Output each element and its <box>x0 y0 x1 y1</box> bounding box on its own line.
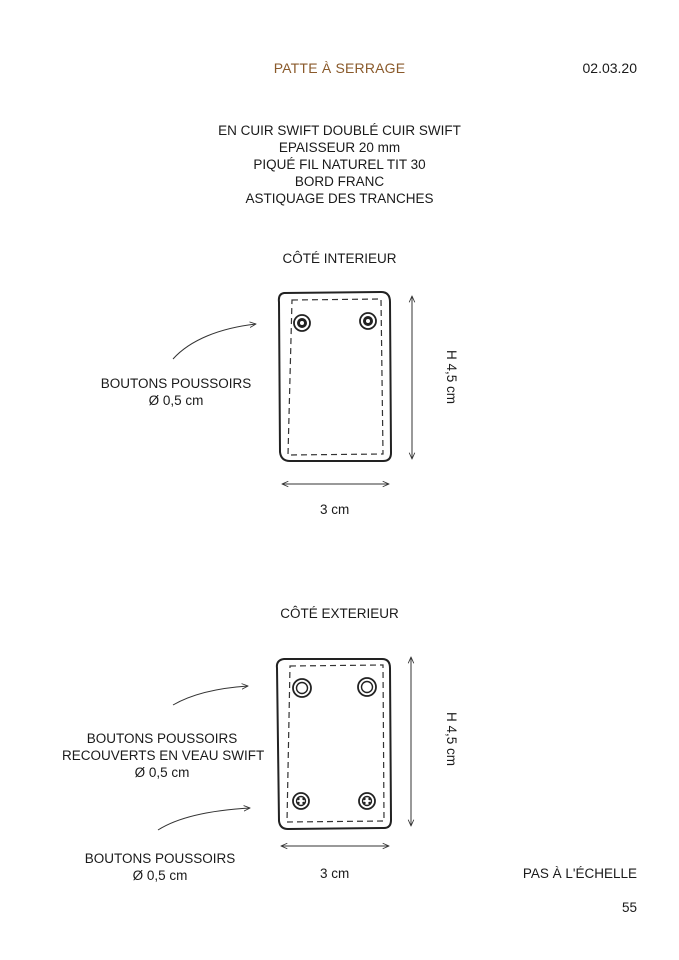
label-line: BOUTONS POUSSOIRS <box>84 851 236 866</box>
exterior-button-label: BOUTONS POUSSOIRS Ø 0,5 cm <box>80 850 240 884</box>
label-line: BOUTONS POUSSOIRS <box>86 731 238 746</box>
snap-button-icon <box>359 312 377 330</box>
tab-outline <box>277 290 393 462</box>
label-line: RECOUVERTS EN VEAU SWIFT <box>62 748 265 763</box>
exterior-tab-drawing <box>157 657 411 846</box>
page-number: 55 <box>621 900 637 915</box>
exterior-width-dimension: 3 cm <box>320 866 350 881</box>
snap-button-icon <box>293 314 311 332</box>
label-line: Ø 0,5 cm <box>148 393 204 408</box>
spec-line: PIQUÉ FIL NATUREL TIT 30 <box>253 157 426 172</box>
pointer-arrow <box>172 686 248 706</box>
interior-tab-drawing <box>172 290 412 484</box>
tab-outline <box>275 658 393 831</box>
spec-line: BORD FRANC <box>294 174 385 189</box>
stitching-line <box>287 298 384 456</box>
pointer-arrow <box>172 324 256 360</box>
stitching-line <box>286 664 385 823</box>
document-date: 02.03.20 <box>582 60 638 76</box>
exterior-heading: CÔTÉ EXTERIEUR <box>280 606 399 621</box>
snap-button-icon <box>358 792 376 810</box>
covered-snap-button-icon <box>292 678 312 698</box>
covered-snap-button-icon <box>357 677 377 697</box>
pointer-arrow <box>157 808 250 831</box>
exterior-covered-button-label: BOUTONS POUSSOIRS RECOUVERTS EN VEAU SWI… <box>62 730 265 781</box>
page-title: PATTE À SERRAGE <box>273 60 406 76</box>
interior-button-label: BOUTONS POUSSOIRS Ø 0,5 cm <box>96 375 256 409</box>
label-line: Ø 0,5 cm <box>132 868 188 883</box>
material-specs: EN CUIR SWIFT DOUBLÉ CUIR SWIFT EPAISSEU… <box>0 122 679 207</box>
interior-width-dimension: 3 cm <box>320 502 350 517</box>
spec-line: ASTIQUAGE DES TRANCHES <box>245 191 434 206</box>
label-line: Ø 0,5 cm <box>134 765 190 780</box>
scale-note: PAS À L'ÉCHELLE <box>522 866 637 881</box>
snap-button-icon <box>292 792 310 810</box>
spec-line: EN CUIR SWIFT DOUBLÉ CUIR SWIFT <box>218 123 461 138</box>
label-line: BOUTONS POUSSOIRS <box>100 376 252 391</box>
spec-line: EPAISSEUR 20 mm <box>278 140 401 155</box>
interior-heading: CÔTÉ INTERIEUR <box>282 251 397 266</box>
